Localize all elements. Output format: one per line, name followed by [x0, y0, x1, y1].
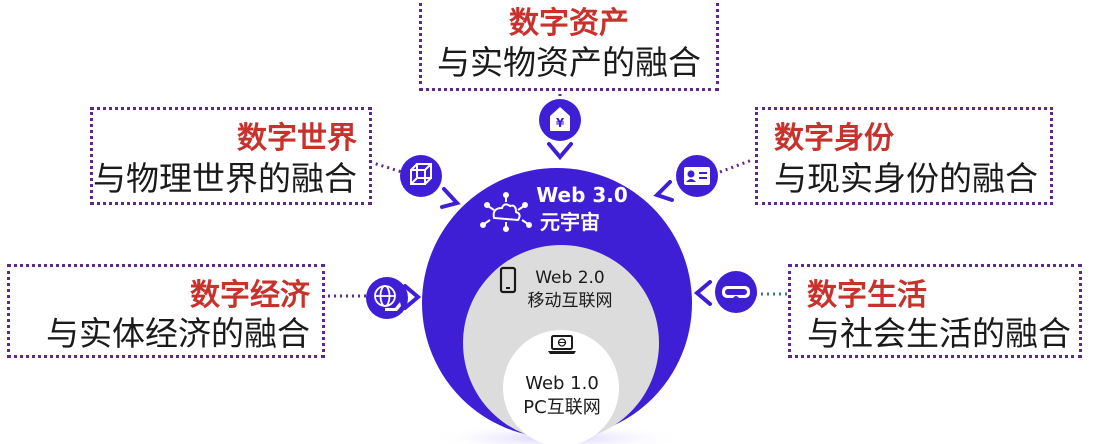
box-digital-identity: 数字身份 与现实身份的融合	[755, 107, 1053, 205]
box-digital-identity-subtitle: 与现实身份的融合	[774, 159, 1038, 198]
inner-circle-web1	[503, 330, 619, 444]
cube-icon	[400, 155, 442, 197]
globe-hand-icon	[366, 277, 408, 319]
box-digital-life-subtitle: 与社会生活的融合	[807, 314, 1071, 353]
box-digital-economy-title: 数字经济	[190, 278, 310, 313]
box-digital-life: 数字生活 与社会生活的融合	[788, 264, 1082, 358]
box-digital-world-subtitle: 与物理世界的融合	[93, 159, 357, 198]
chevron-top	[547, 142, 573, 161]
connector-upper-right	[719, 158, 753, 174]
chevron-lower-right	[693, 280, 712, 306]
box-digital-world: 数字世界 与物理世界的融合	[90, 107, 372, 205]
box-digital-assets: 数字资产 与实物资产的融合	[419, 0, 719, 91]
vr-headset-icon	[715, 271, 757, 313]
box-digital-assets-title: 数字资产	[509, 6, 629, 41]
web3-title: Web 3.0	[536, 183, 628, 207]
id-card-icon	[676, 155, 718, 197]
box-digital-identity-title: 数字身份	[774, 121, 894, 156]
web2-subtitle: 移动互联网	[528, 291, 613, 311]
chevron-lower-left	[403, 284, 422, 310]
box-digital-economy-subtitle: 与实体经济的融合	[46, 314, 310, 353]
metaverse-network-icon	[480, 192, 532, 232]
svg-text:¥: ¥	[556, 116, 565, 130]
box-digital-economy: 数字经济 与实体经济的融合	[7, 264, 325, 358]
web2-title: Web 2.0	[535, 268, 605, 288]
box-digital-life-title: 数字生活	[807, 278, 927, 313]
chevron-upper-left	[440, 187, 461, 209]
web1-subtitle: PC互联网	[523, 397, 600, 418]
box-digital-world-title: 数字世界	[237, 121, 357, 156]
chevron-upper-right	[653, 180, 674, 202]
connector-upper-left	[369, 160, 403, 174]
web3-subtitle: 元宇宙	[540, 210, 600, 234]
smartphone-icon	[499, 266, 517, 294]
box-digital-assets-subtitle: 与实物资产的融合	[437, 43, 701, 82]
web1-title: Web 1.0	[525, 373, 599, 394]
yuan-tag-icon: ¥	[539, 99, 581, 141]
laptop-icon	[548, 335, 576, 354]
